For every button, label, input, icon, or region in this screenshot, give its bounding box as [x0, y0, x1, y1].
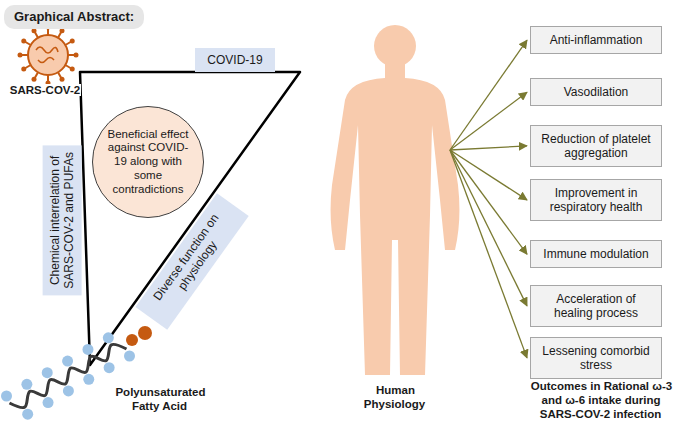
title-box: Graphical Abstract: [4, 5, 144, 29]
node-text: Improvement in respiratory health [537, 186, 655, 215]
virus-spike [60, 28, 65, 33]
pointer-arrow [450, 146, 527, 150]
human-body [331, 64, 460, 375]
label-text: SARS-COV-2 [9, 84, 81, 96]
pointer-arrow [450, 150, 527, 200]
pointer-arrow [450, 150, 527, 254]
theme-box: Chemical interrelation of SARS-COV-2 and… [43, 145, 82, 295]
virus-spike [18, 53, 23, 58]
figure-label: Human Physiology [349, 384, 441, 412]
label-text: Outcomes in Rational ω-3 and ω-6 intake … [530, 380, 672, 420]
virus-spike [21, 67, 26, 72]
hydrogen-atom [63, 385, 74, 396]
virus-spike [70, 67, 75, 72]
hydrogen-atom [124, 351, 135, 362]
virus-body [28, 35, 68, 75]
node-text: COVID-19 [207, 53, 262, 67]
label-text: Human Physiology [364, 384, 426, 410]
pointer-arrow [450, 150, 527, 358]
outcome-box: Acceleration of healing process [530, 285, 662, 328]
node-text: Reduction of platelet aggregation [537, 132, 655, 161]
pointer-arrow [450, 150, 527, 306]
hydrogen-atom [21, 379, 32, 390]
virus-label: SARS-COV-2 [1, 84, 89, 98]
node-text: Beneficial effect against COVID-19 along… [104, 128, 192, 197]
label-text: Polyunsaturated Fatty Acid [114, 386, 205, 412]
virus-spike [60, 77, 65, 82]
virus-spike [74, 53, 79, 58]
human-figure [331, 25, 460, 375]
hydrogen-atom [83, 374, 94, 385]
outcome-box: Vasodilation [530, 78, 662, 106]
carbon-chain [10, 344, 127, 407]
node-text: Vasodilation [564, 85, 629, 99]
node-text: Diverse function on physiology [143, 200, 241, 321]
pointer-arrow [450, 92, 527, 150]
triangle-outline [80, 72, 300, 365]
outcome-box: Immune modulation [530, 240, 662, 268]
virus-rna [36, 47, 58, 63]
hydrogen-atom [1, 391, 12, 402]
hydrogen-atom [22, 409, 33, 420]
hydrogen-atom [103, 332, 114, 343]
outcome-box: Lessening comorbid stress [530, 337, 662, 380]
theme-box: COVID-19 [195, 48, 275, 72]
node-text: Immune modulation [543, 247, 648, 261]
molecule-label: Polyunsaturated Fatty Acid [105, 386, 215, 414]
hydrogen-atom [62, 356, 73, 367]
outcome-box: Reduction of platelet aggregation [530, 125, 662, 168]
node-text: Anti-inflammation [550, 33, 643, 47]
hydrogen-atom [82, 344, 93, 355]
centre-circle: Beneficial effect against COVID-19 along… [92, 106, 204, 218]
carboxyl-atom [126, 334, 138, 346]
hydrogen-atom [104, 362, 115, 373]
node-text: Lessening comorbid stress [537, 344, 655, 373]
fatty-acid-molecule [1, 326, 152, 420]
hydrogen-atom [42, 367, 53, 378]
node-text: Acceleration of healing process [537, 292, 655, 321]
outcome-box: Anti-inflammation [530, 26, 662, 54]
node-text: Chemical interrelation of SARS-COV-2 and… [48, 151, 77, 289]
virus-spike [21, 39, 26, 44]
virus-spike [70, 39, 75, 44]
triangle [80, 72, 300, 365]
node-text: Graphical Abstract: [14, 9, 134, 25]
human-head [374, 25, 416, 67]
outcome-caption: Outcomes in Rational ω-3 and ω-6 intake … [529, 380, 673, 421]
virus-spike [32, 28, 37, 33]
carboxyl-atom [138, 326, 152, 340]
virus-spike [32, 77, 37, 82]
virus-icon [18, 25, 79, 86]
hydrogen-atom [43, 397, 54, 408]
pointer-arrow [450, 40, 527, 150]
outcome-box: Improvement in respiratory health [530, 179, 662, 222]
